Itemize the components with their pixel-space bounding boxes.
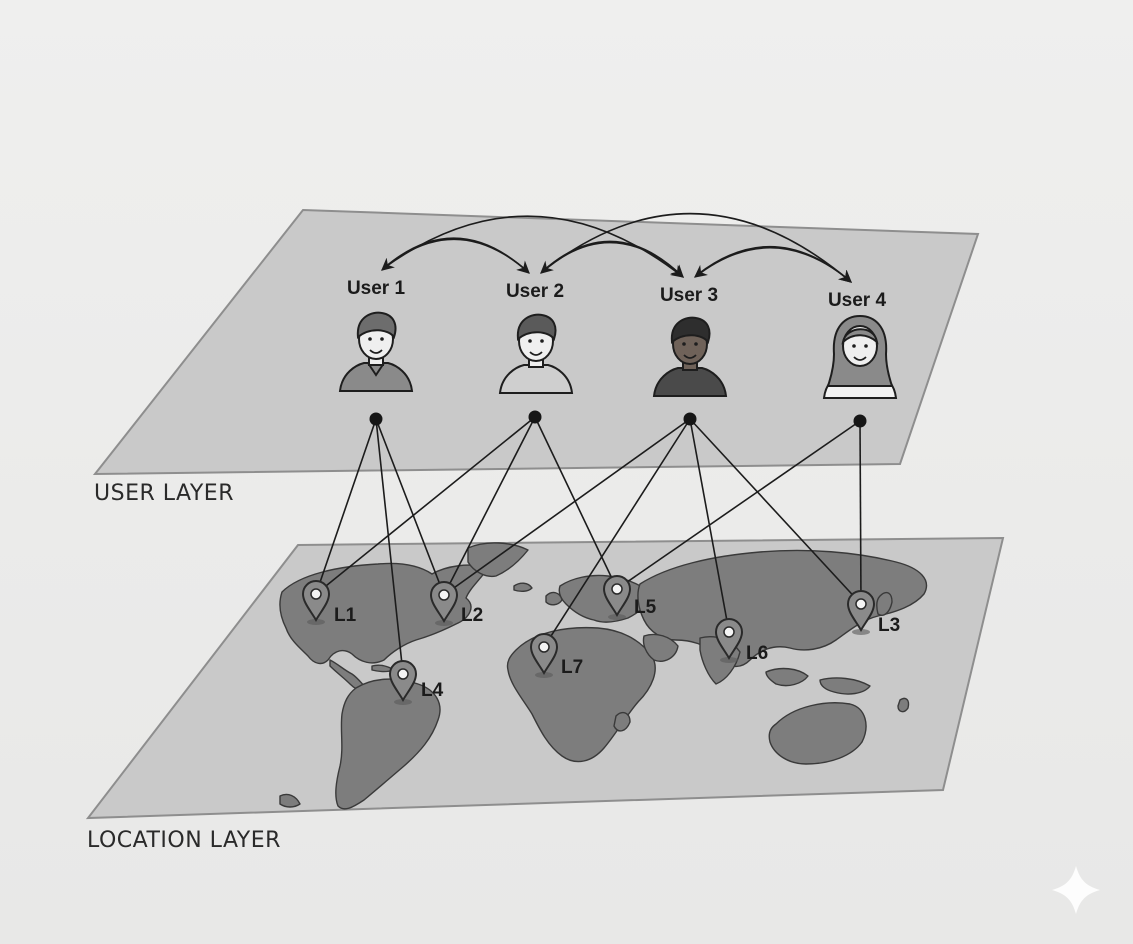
pin-shadow [394,699,412,705]
link-u4-L3 [859,420,862,605]
map-pin-icon [529,633,559,675]
japan [875,591,893,616]
pin-shadow [608,614,626,620]
new-zealand [897,697,910,713]
link-u1-L2 [375,418,445,596]
link-u1-L1 [315,418,377,595]
location-label: L3 [878,615,900,636]
link-u4-L5 [616,420,861,590]
map-pin-icon [301,580,331,622]
user-avatar-icon [338,311,414,392]
british-isles [545,591,563,606]
pin-center [397,668,409,680]
users-group: User 1 User 2 User 3 User 4 [338,278,898,428]
user-anchor-dot [853,414,867,428]
indonesia-islands [819,677,871,695]
user-label: User 2 [506,281,564,302]
pin-shadow [852,629,870,635]
location-pin-L4[interactable]: L4 [388,660,444,705]
map-pin-icon [846,590,876,632]
user-node-u1[interactable]: User 1 [338,278,414,426]
link-u3-L2 [443,418,691,596]
pin-center [538,641,550,653]
link-u2-L2 [443,416,536,596]
user-anchor-dot [369,412,383,426]
location-label: L1 [334,605,357,626]
user-avatar-icon [652,316,728,397]
user-node-u2[interactable]: User 2 [498,281,574,424]
user-layer-label: USER LAYER [94,481,234,506]
pin-center [855,598,867,610]
map-pin-icon [602,575,632,617]
user-node-u4[interactable]: User 4 [822,290,898,428]
location-pin-L1[interactable]: L1 [301,580,357,626]
user-label: User 4 [828,290,887,311]
user-label: User 1 [347,278,406,299]
arabian-peninsula [642,633,679,662]
link-u3-L3 [689,418,862,605]
australia-landmass [768,702,867,765]
location-pin-L2[interactable]: L2 [429,581,483,626]
location-layer-label: LOCATION LAYER [87,828,281,853]
location-label: L5 [634,597,657,618]
arc-u1-to-u2 [383,237,530,274]
pin-shadow [307,619,325,625]
user-user-arcs [381,212,852,283]
user-label: User 3 [660,285,718,306]
southeast-asia-islands [765,667,809,687]
map-pin-icon [429,581,459,623]
link-u2-L1 [315,416,536,595]
sparkle-icon [1052,866,1100,914]
iceland [513,582,533,593]
map-pin-icon [714,618,744,660]
madagascar [613,711,631,732]
map-pin-icon [388,660,418,702]
link-u3-L7 [543,418,691,648]
user-anchor-dot [683,412,697,426]
user-anchor-dot [528,410,542,424]
location-label: L7 [561,657,583,678]
location-pin-L7[interactable]: L7 [529,633,583,678]
location-pin-L3[interactable]: L3 [846,590,900,636]
link-u2-L5 [534,416,618,590]
pin-shadow [720,657,738,663]
location-label: L6 [746,643,768,664]
location-pin-L6[interactable]: L6 [714,618,768,664]
patagonia-tip [279,793,301,808]
pin-center [310,588,322,600]
user-node-u3[interactable]: User 3 [652,285,728,426]
pin-shadow [535,672,553,678]
user-location-links [315,416,862,675]
link-u1-L4 [375,418,404,675]
arc-u1-to-u3 [383,215,685,278]
pin-shadow [435,620,453,626]
south-america-landmass [335,678,441,810]
location-label: L2 [461,605,483,626]
pin-center [723,626,735,638]
pin-center [611,583,623,595]
location-label: L4 [421,680,444,701]
user-avatar-icon [822,314,898,399]
pin-center [438,589,450,601]
location-pin-L5[interactable]: L5 [602,575,657,620]
user-avatar-icon [498,313,574,394]
arc-u2-to-u4 [542,212,852,283]
